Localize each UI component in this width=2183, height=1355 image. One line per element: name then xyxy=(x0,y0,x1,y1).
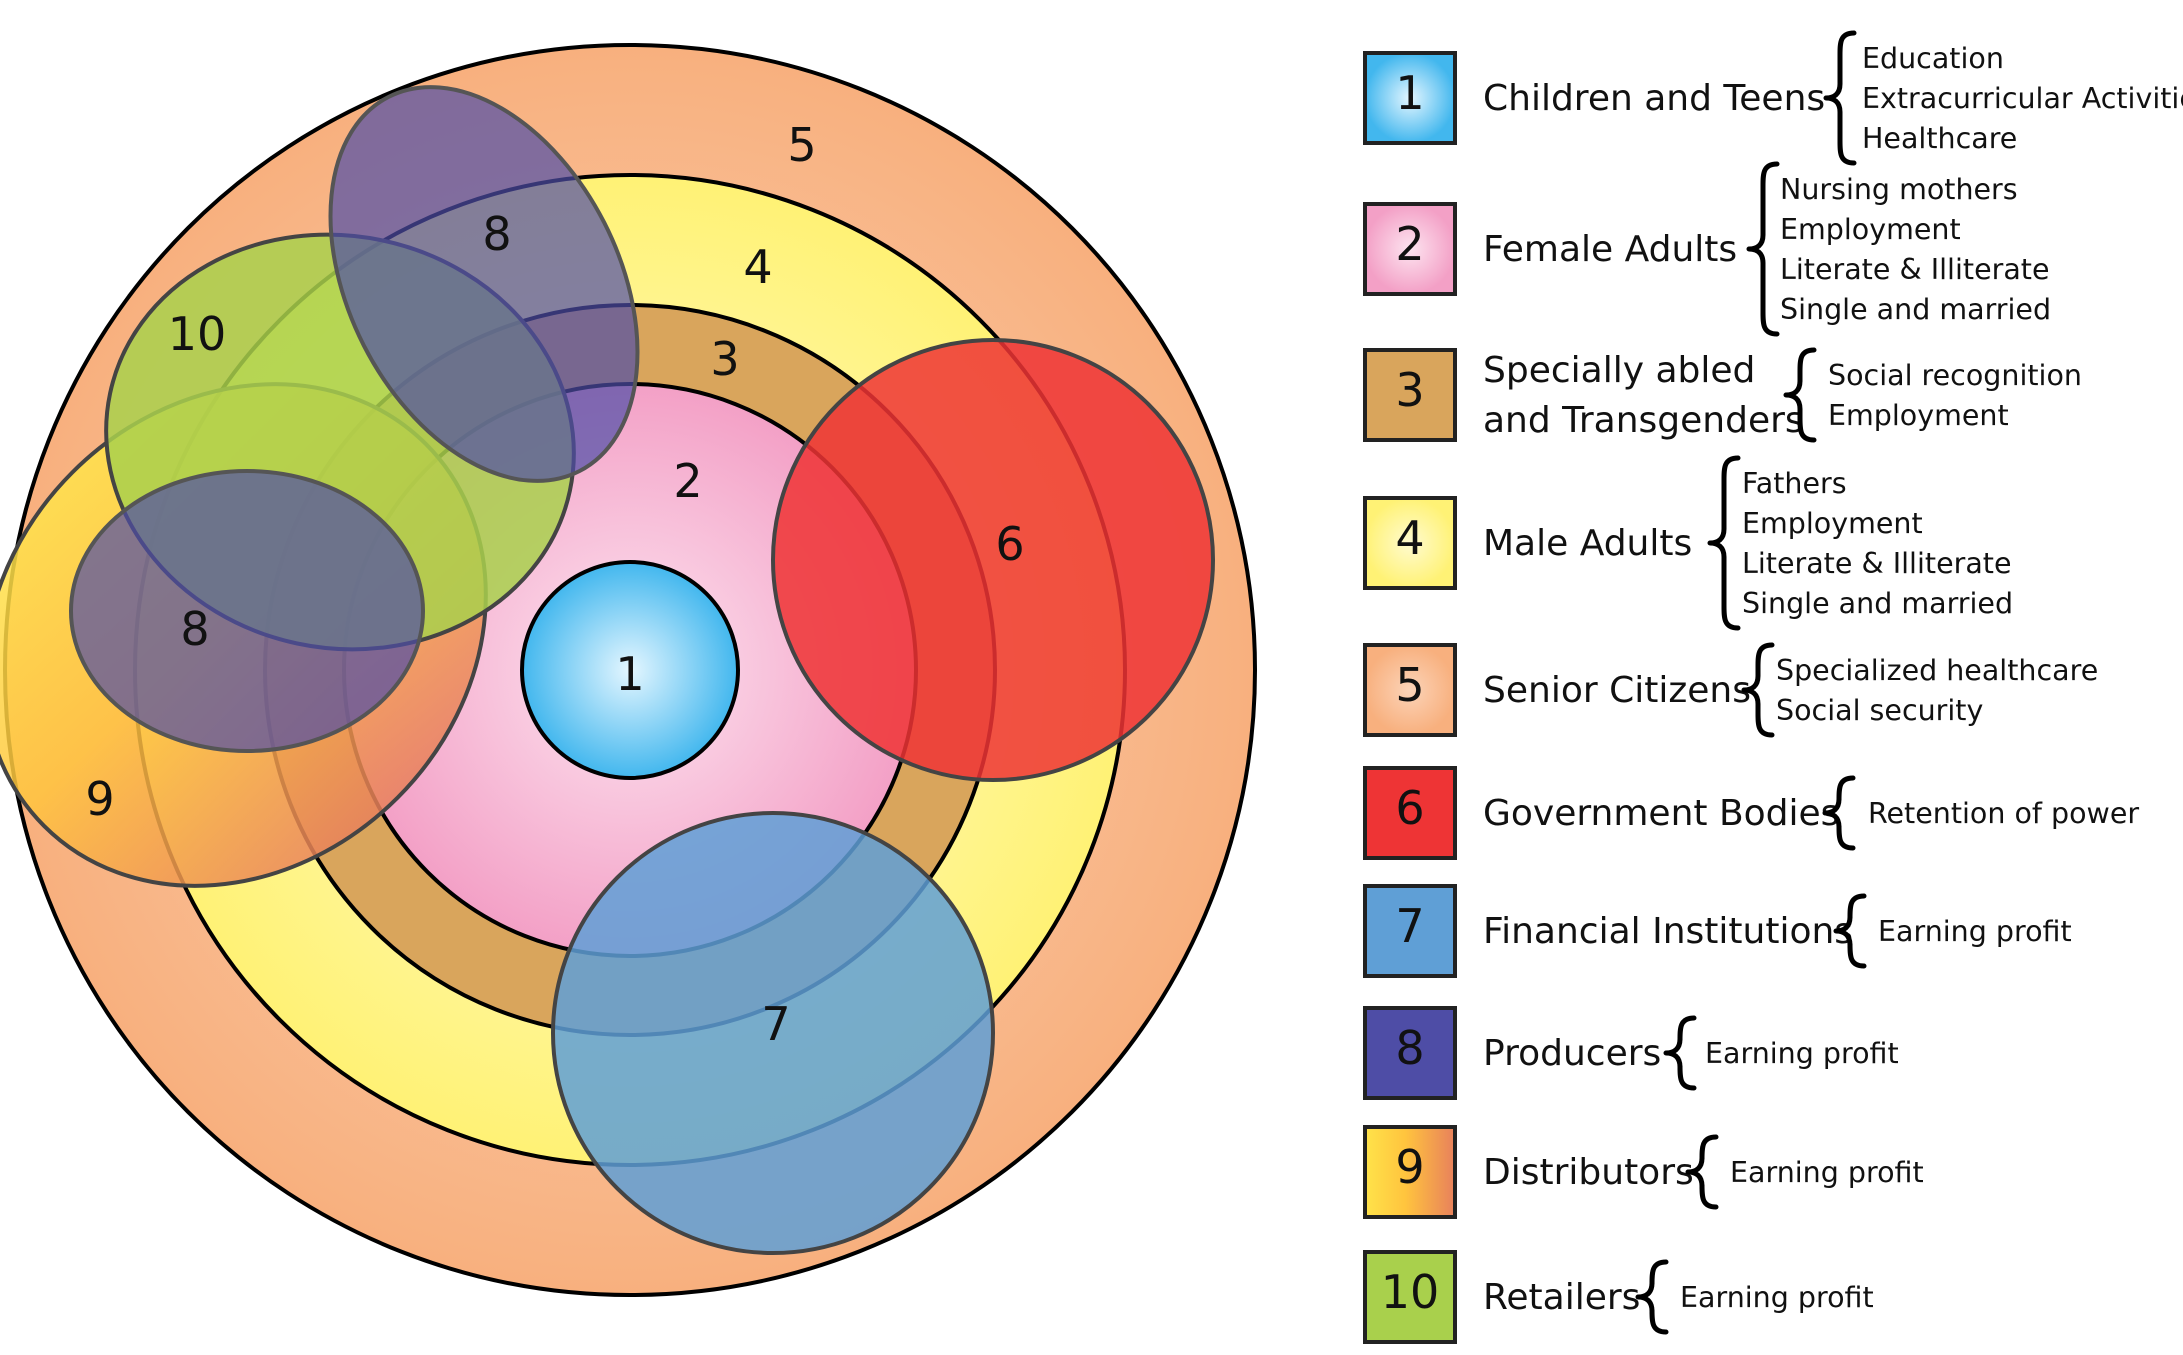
diagram-labels: 1 2 3 4 5 6 7 8 8 9 10 xyxy=(85,118,1024,1051)
brace-icon xyxy=(1783,347,1817,443)
legend-name: Distributors xyxy=(1483,1152,1694,1193)
label-2: 2 xyxy=(673,454,702,508)
circle-financial-institutions xyxy=(551,811,995,1255)
legend-entry-retailers: 10 Retailers Earning profit xyxy=(1363,1250,1874,1344)
legend-entry-children-and-teens: 1 Children and Teens EducationExtracurricu… xyxy=(1363,30,2183,166)
legend-name: Producers xyxy=(1483,1033,1661,1074)
label-10: 10 xyxy=(168,307,227,361)
legend-entry-specially-abled-and-transgenders: 3 Specially abled and Transgenders Social r… xyxy=(1363,347,2082,443)
legend-name: Financial Institutions xyxy=(1483,911,1853,952)
brace-icon xyxy=(1685,1134,1719,1210)
legend-detail: Nursing mothers xyxy=(1780,173,2018,206)
legend-number: 7 xyxy=(1395,899,1424,953)
legend-entry-senior-citizens: 5 Senior Citizens Specialized healthcareSo… xyxy=(1363,642,2098,738)
legend-number: 5 xyxy=(1395,658,1424,712)
legend-name: Retailers xyxy=(1483,1277,1640,1318)
circle-children-teens xyxy=(520,560,740,780)
circle-government-bodies xyxy=(771,338,1215,782)
legend-name: Government Bodies xyxy=(1483,793,1839,834)
legend-number: 8 xyxy=(1395,1021,1424,1075)
brace-icon xyxy=(1635,1259,1669,1335)
label-6: 6 xyxy=(995,517,1024,571)
legend-swatch xyxy=(1363,766,1457,860)
ellipse-producers-left xyxy=(69,469,425,753)
legend-name: Male Adults xyxy=(1483,523,1692,564)
legend-name: and Transgenders xyxy=(1483,400,1804,441)
legend-detail: Extracurricular Activities xyxy=(1862,82,2183,115)
legend-swatch xyxy=(1363,643,1457,737)
label-1: 1 xyxy=(615,647,644,701)
legend-detail: Earning profit xyxy=(1705,1037,1899,1070)
legend-entry-financial-institutions: 7 Financial Institutions Earning profit xyxy=(1363,884,2072,978)
legend-number: 10 xyxy=(1381,1265,1440,1319)
legend-detail: Earning profit xyxy=(1878,915,2072,948)
legend-detail: Literate & Illiterate xyxy=(1780,253,2050,286)
legend-swatch xyxy=(1363,1250,1457,1344)
legend-swatch xyxy=(1363,496,1457,590)
legend: 1 Children and Teens EducationExtracurricu… xyxy=(1363,30,2183,1344)
overlapping-stakeholders xyxy=(0,85,1215,1255)
brace-icon xyxy=(1663,1015,1697,1091)
label-9: 9 xyxy=(85,772,114,826)
legend-swatch xyxy=(1363,51,1457,145)
label-4: 4 xyxy=(743,240,772,294)
legend-detail: Specialized healthcare xyxy=(1776,654,2098,687)
brace-icon xyxy=(1746,161,1780,337)
legend-swatch xyxy=(1363,348,1457,442)
label-3: 3 xyxy=(710,332,739,386)
legend-detail: Earning profit xyxy=(1680,1281,1874,1314)
legend-detail: Education xyxy=(1862,42,2004,75)
brace-icon xyxy=(1823,30,1857,166)
label-8-left: 8 xyxy=(180,602,209,656)
legend-swatch xyxy=(1363,202,1457,296)
legend-swatch xyxy=(1363,884,1457,978)
legend-detail: Social recognition xyxy=(1828,359,2082,392)
legend-entry-distributors: 9 Distributors Earning profit xyxy=(1363,1125,1924,1219)
legend-detail: Employment xyxy=(1742,507,1923,540)
legend-detail: Employment xyxy=(1828,399,2009,432)
legend-entry-government-bodies: 6 Government Bodies Retention of power xyxy=(1363,766,2139,860)
legend-detail: Single and married xyxy=(1742,587,2013,620)
legend-number: 1 xyxy=(1395,66,1424,120)
legend-detail: Literate & Illiterate xyxy=(1742,547,2012,580)
legend-number: 6 xyxy=(1395,781,1424,835)
label-5: 5 xyxy=(787,118,816,172)
label-7: 7 xyxy=(761,997,790,1051)
legend-name: Specially abled xyxy=(1483,350,1755,391)
brace-icon xyxy=(1822,775,1856,851)
brace-icon xyxy=(1707,455,1741,631)
legend-number: 4 xyxy=(1395,511,1424,565)
brace-icon xyxy=(1741,642,1775,738)
legend-number: 3 xyxy=(1395,363,1424,417)
legend-detail: Social security xyxy=(1776,694,1983,727)
ellipse-producers-top xyxy=(328,85,640,483)
legend-entry-female-adults: 2 Female Adults Nursing mothersEmploymentL… xyxy=(1363,161,2051,337)
legend-detail: Single and married xyxy=(1780,293,2051,326)
legend-name: Female Adults xyxy=(1483,229,1737,270)
legend-entry-producers: 8 Producers Earning profit xyxy=(1363,1006,1899,1100)
label-8-top: 8 xyxy=(482,207,511,261)
legend-swatch xyxy=(1363,1006,1457,1100)
legend-swatch xyxy=(1363,1125,1457,1219)
legend-detail: Earning profit xyxy=(1730,1156,1924,1189)
legend-number: 9 xyxy=(1395,1140,1424,1194)
brace-icon xyxy=(1833,893,1867,969)
legend-name: Senior Citizens xyxy=(1483,670,1751,711)
legend-detail: Fathers xyxy=(1742,467,1847,500)
legend-detail: Retention of power xyxy=(1868,797,2139,830)
legend-number: 2 xyxy=(1395,217,1424,271)
legend-name: Children and Teens xyxy=(1483,78,1825,119)
legend-detail: Employment xyxy=(1780,213,1961,246)
legend-detail: Healthcare xyxy=(1862,122,2017,155)
